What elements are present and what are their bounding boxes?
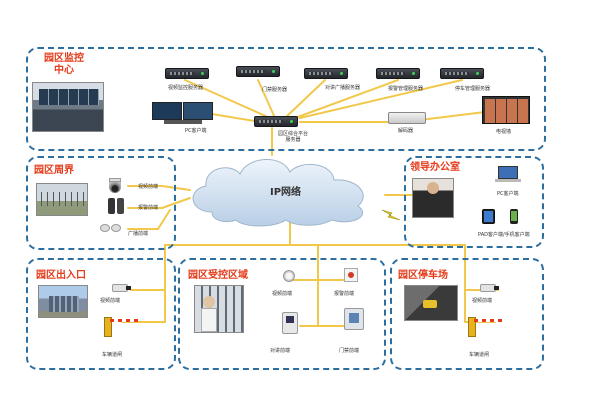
- laptop-icon: [495, 166, 521, 184]
- access-reader-icon: [344, 308, 364, 330]
- label-intercom-front: 对讲前端: [270, 348, 291, 354]
- server-room-photo: [194, 285, 244, 333]
- ip-network-title: IP网络: [270, 187, 302, 198]
- perimeter-fence-photo: [36, 183, 88, 216]
- entrance-building-photo: [38, 285, 88, 318]
- zone-title-perimeter: 园区周界: [34, 165, 74, 176]
- label-broadcast-front: 广播前端: [128, 231, 149, 237]
- zone-title-monitor-center: 园区监控 中心: [34, 53, 94, 77]
- zone-title-leader-office: 领导办公室: [410, 162, 460, 173]
- server-broadcast: [304, 68, 348, 79]
- zone-title-line2: 中心: [54, 65, 74, 76]
- dome-camera-icon: [108, 178, 122, 194]
- label-video-front-parking: 视频前端: [472, 298, 493, 304]
- tv-wall-icon: [482, 96, 530, 124]
- zone-title-line1: 园区监控: [44, 53, 84, 64]
- bullet-camera-icon: [112, 282, 132, 294]
- zone-perimeter: [26, 156, 176, 250]
- server-video-mgmt: [165, 68, 209, 79]
- label-alarm-front-perimeter: 报警前端: [138, 205, 159, 211]
- label-video-mgmt-server: 视频监控服务器: [168, 85, 204, 91]
- phone-icon: [510, 209, 518, 224]
- parking-lot-photo: [404, 285, 458, 321]
- pc-client-monitors-icon: [152, 102, 214, 124]
- label-video-front-controlled: 视频前端: [272, 291, 293, 297]
- zone-leader-office: [404, 156, 544, 248]
- zone-title-entrance: 园区出入口: [36, 270, 86, 281]
- intercom-icon: [282, 312, 298, 334]
- zone-parking: [390, 258, 544, 370]
- decoder-icon: [388, 112, 426, 124]
- speaker-icon: [100, 222, 122, 234]
- smoke-detector-icon: [283, 270, 295, 282]
- label-access-server: 门禁服务器: [262, 87, 288, 93]
- zone-monitor-center: [26, 47, 546, 151]
- label-vehicle-gate-entrance: 车辆道闸: [102, 352, 123, 358]
- label-integrated-platform: 园区综合平台服务器: [276, 131, 310, 143]
- label-alarm-front-controlled: 报警前端: [334, 291, 355, 297]
- control-room-photo: [32, 82, 104, 132]
- label-vehicle-gate-parking: 车辆道闸: [469, 352, 490, 358]
- server-integrated-platform: [254, 116, 298, 127]
- label-parking-server: 停车管理服务器: [455, 86, 491, 92]
- label-integrated-platform-text: 园区综合平台服务器: [277, 131, 308, 143]
- barrier-gate-parking-icon: [468, 313, 502, 337]
- label-tv-wall: 电视墙: [496, 129, 512, 135]
- label-video-front-entrance: 视频前端: [100, 298, 121, 304]
- label-alarm-server: 报警管理服务器: [388, 86, 424, 92]
- label-pc-client-center: PC客户端: [185, 128, 207, 134]
- ip-network-cloud: [192, 159, 364, 227]
- zone-controlled-area: [178, 258, 386, 370]
- office-person-photo: [412, 178, 454, 218]
- label-video-front-perimeter: 视频前端: [138, 184, 159, 190]
- label-pad-client: PAD客户端/手机客户端: [478, 232, 530, 238]
- bullet-camera-parking-icon: [480, 282, 500, 294]
- alarm-button-icon: [344, 268, 358, 282]
- server-parking: [440, 68, 484, 79]
- alarm-detector-icon: [108, 198, 124, 214]
- label-decoder: 解码器: [398, 128, 414, 134]
- server-alarm: [376, 68, 420, 79]
- zone-title-controlled-area: 园区受控区域: [188, 270, 248, 281]
- tablet-icon: [482, 209, 495, 224]
- label-broadcast-server: 对讲广播服务器: [325, 85, 361, 91]
- label-pc-client-office: PC客户端: [497, 191, 519, 197]
- zone-entrance: [26, 258, 176, 370]
- barrier-gate-icon: [104, 313, 138, 337]
- server-access: [236, 66, 280, 77]
- label-access-front: 门禁前端: [339, 348, 360, 354]
- zone-title-parking: 园区停车场: [398, 270, 448, 281]
